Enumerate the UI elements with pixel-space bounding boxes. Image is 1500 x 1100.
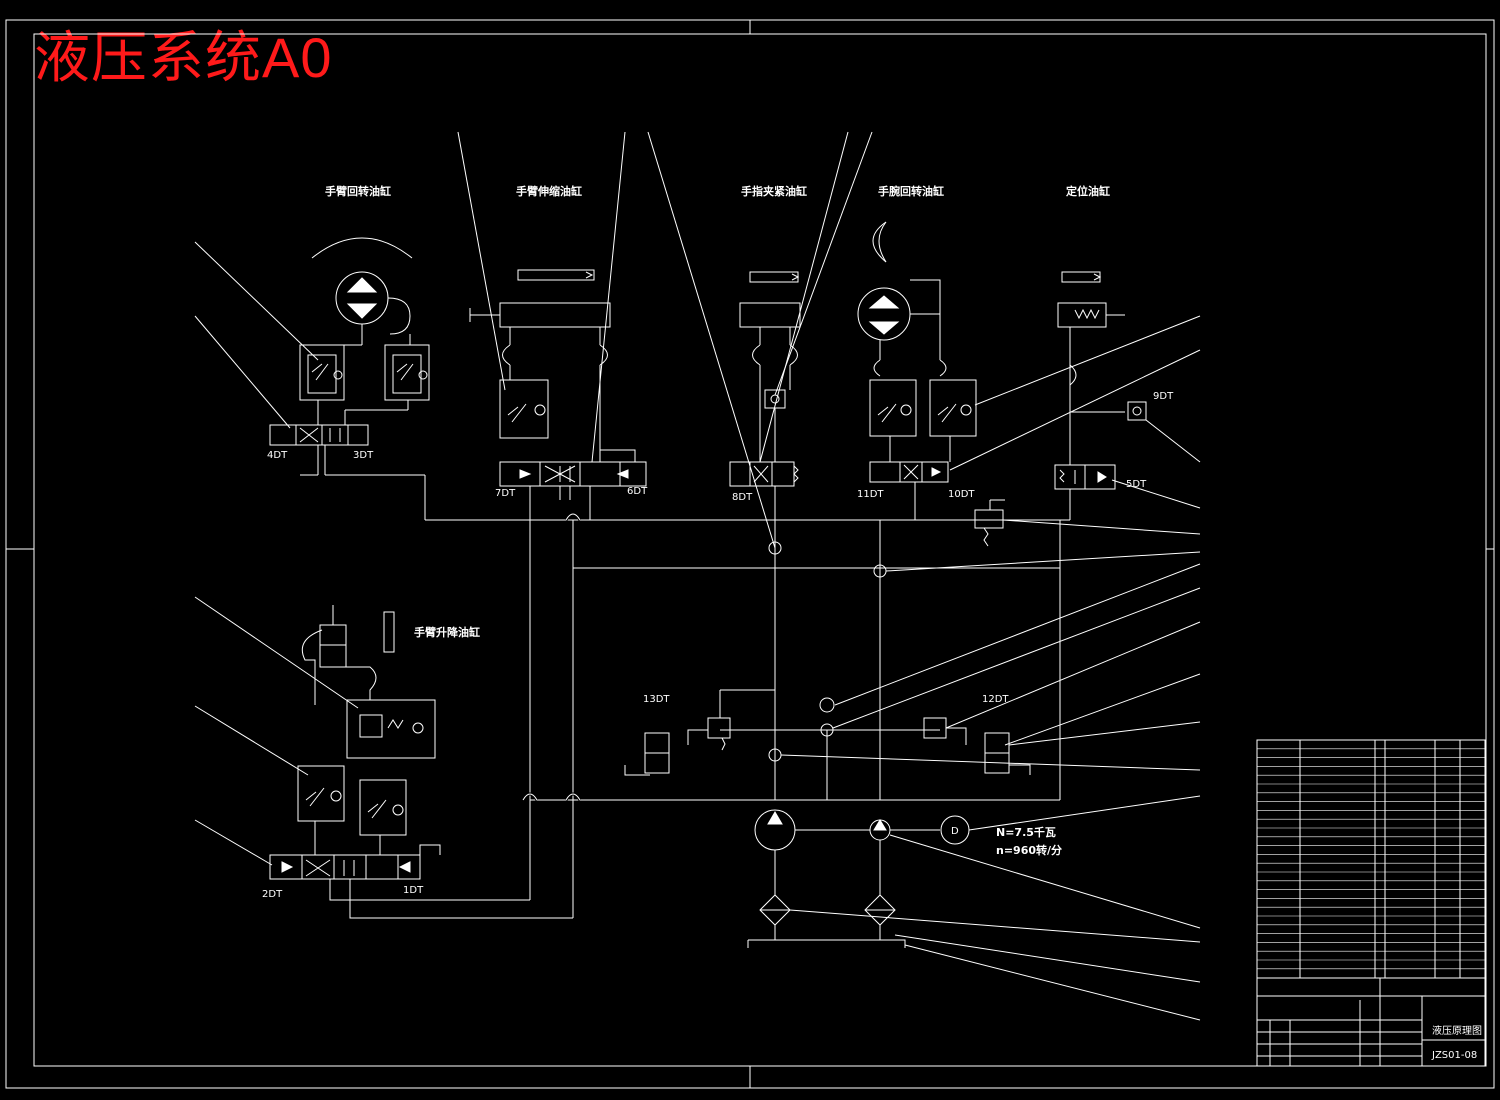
motor-symbol: D — [951, 826, 959, 837]
directional-valve-3dt-4dt — [269, 424, 369, 446]
title-block — [1256, 977, 1486, 1067]
outer-frame — [5, 19, 1495, 1089]
solenoid-9dt: 9DT — [1153, 391, 1174, 402]
pressure-gauge — [819, 697, 835, 713]
drawing-number: JZS01-08 — [1431, 1050, 1477, 1061]
directional-valve-5dt — [1054, 464, 1116, 490]
solenoid-10dt: 10DT — [948, 489, 975, 500]
label-arm-lift-cylinder: 手臂升降油缸 — [414, 625, 480, 639]
throttle-check-valve-24 — [299, 344, 345, 401]
directional-valve-10dt-11dt — [869, 461, 949, 483]
relief-valve-13dt — [707, 717, 731, 739]
directional-valve-6dt-7dt — [499, 461, 647, 487]
drawing-title: 液压系统A0 — [34, 26, 333, 89]
drawing-name: 液压原理图 — [1432, 1024, 1482, 1037]
solenoid-13dt: 13DT — [643, 694, 670, 705]
oil-tank — [747, 939, 906, 948]
rotation-arc — [311, 237, 413, 259]
relief-valve-12dt — [923, 717, 947, 739]
parts-list-rows — [1257, 748, 1485, 970]
label-arm-rotation-cylinder: 手臂回转油缸 — [325, 184, 391, 198]
balance-valve — [346, 699, 436, 759]
check-valve-main — [768, 541, 782, 555]
label-arm-telescopic-cylinder: 手臂伸缩油缸 — [516, 184, 582, 198]
throttle-check-valve-11dt — [869, 379, 917, 437]
directional-valve-8dt — [729, 461, 799, 487]
solenoid-2dt: 2DT — [262, 889, 283, 900]
wrist-arc — [872, 221, 887, 263]
pressure-switch-9dt — [1127, 401, 1147, 421]
throttle-check-valve-7dt — [499, 379, 549, 439]
throttle-check-valve-26 — [297, 765, 345, 822]
solenoid-3dt: 3DT — [353, 450, 374, 461]
throttle-check-valve-10dt — [929, 379, 977, 437]
motor-power: N=7.5千瓦 — [996, 825, 1056, 839]
label-wrist-rotation-cylinder: 手腕回转油缸 — [878, 184, 944, 198]
clamp-cylinder — [739, 302, 801, 328]
solenoid-12dt: 12DT — [982, 694, 1009, 705]
throttle-check-valve-3dt — [384, 344, 430, 401]
label-positioning-cylinder: 定位油缸 — [1066, 184, 1110, 198]
solenoid-5dt: 5DT — [1126, 479, 1147, 490]
positioning-cylinder — [1057, 302, 1107, 328]
directional-valve-1dt-2dt — [269, 854, 421, 880]
solenoid-8dt: 8DT — [732, 492, 753, 503]
relief-valve-13 — [974, 509, 1004, 529]
inner-frame — [33, 33, 1487, 1067]
throttle-check-valve-27 — [359, 779, 407, 836]
lift-cylinder — [319, 624, 347, 668]
solenoid-11dt: 11DT — [857, 489, 884, 500]
motor-speed: n=960转/分 — [996, 843, 1062, 857]
solenoid-4dt: 4DT — [267, 450, 288, 461]
label-finger-clamp-cylinder: 手指夹紧油缸 — [741, 184, 807, 198]
solenoid-1dt: 1DT — [403, 885, 424, 896]
solenoid-7dt: 7DT — [495, 488, 516, 499]
solenoid-6dt: 6DT — [627, 486, 648, 497]
telescopic-cylinder — [499, 302, 611, 328]
